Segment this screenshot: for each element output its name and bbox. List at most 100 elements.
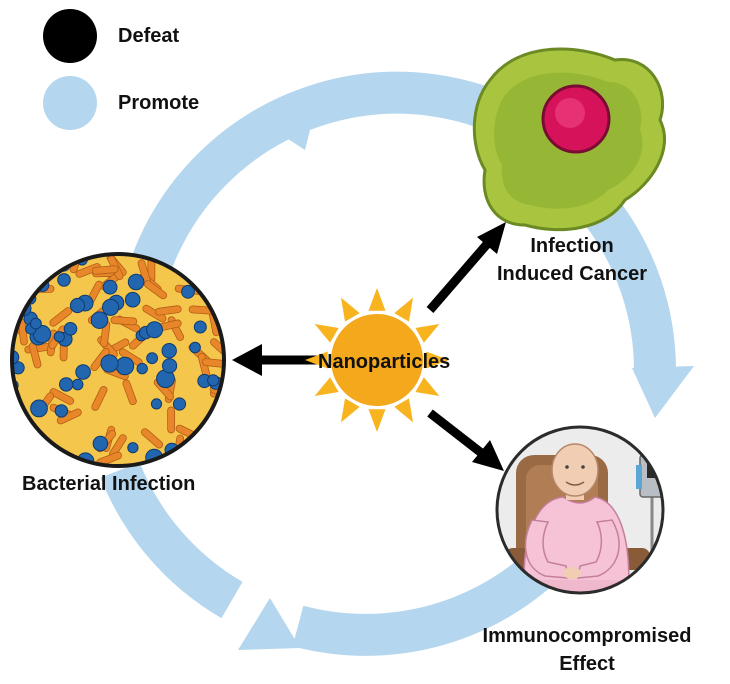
legend-promote-label: Promote xyxy=(118,92,200,114)
immuno-label-line1: Immunocompromised xyxy=(482,625,692,647)
cancer-label-line2: Induced Cancer xyxy=(496,263,648,285)
bacillus xyxy=(154,305,182,316)
defeat-arrow-cancer-shaft xyxy=(426,240,492,313)
cycle-arrowhead-bottom xyxy=(238,598,300,650)
sun-ray xyxy=(341,398,360,423)
sun-ray xyxy=(341,297,360,322)
patient-head xyxy=(551,443,599,497)
coccus xyxy=(58,377,74,392)
sun-ray xyxy=(314,377,339,396)
cycle-arc-left xyxy=(100,461,243,619)
coccus xyxy=(102,279,118,295)
cycle-arrowhead-right xyxy=(632,366,694,418)
coccus xyxy=(75,364,91,380)
coccus xyxy=(63,322,78,336)
bacillus xyxy=(75,263,101,278)
bacillus xyxy=(22,427,36,454)
bacillus xyxy=(91,265,119,275)
cancer-cell-icon xyxy=(472,47,666,232)
defeat-arrow-immuno-shaft xyxy=(427,409,487,459)
coccus xyxy=(127,442,139,454)
legend-defeat-label: Defeat xyxy=(118,25,180,47)
coccus xyxy=(150,398,163,410)
sun-ray xyxy=(394,297,413,322)
coccus xyxy=(161,343,177,359)
bacillus xyxy=(91,385,108,411)
legend-defeat-swatch xyxy=(43,9,97,63)
bacillus xyxy=(143,280,168,300)
coccus xyxy=(71,378,84,391)
sun-core xyxy=(331,314,423,406)
defeat-arrows xyxy=(232,222,506,471)
bacteria-border xyxy=(10,252,226,468)
coccus xyxy=(90,311,109,330)
coccus xyxy=(12,350,20,365)
legend-promote-swatch xyxy=(43,76,97,130)
coccus xyxy=(162,358,178,374)
defeat-arrow-cancer-head xyxy=(477,222,506,254)
defeat-arrow-immuno-head xyxy=(472,440,504,471)
bacillus xyxy=(28,342,42,369)
sun-ray xyxy=(394,398,413,423)
defeat-arrow-bacteria-head xyxy=(232,344,262,376)
center-label: Nanoparticles xyxy=(318,351,451,373)
sun-ray xyxy=(305,351,328,369)
bacillus xyxy=(140,428,164,449)
coccus xyxy=(30,399,48,418)
coccus xyxy=(12,361,25,375)
coccus xyxy=(193,320,207,334)
coccus xyxy=(54,404,69,418)
cancer-label-line1: Infection xyxy=(530,235,614,257)
coccus xyxy=(189,341,201,354)
coccus xyxy=(57,273,71,287)
cycle-arrowheads xyxy=(238,98,694,650)
sun-ray xyxy=(426,351,449,369)
coccus xyxy=(181,284,195,299)
sun-ray xyxy=(368,288,386,311)
sun-ray xyxy=(415,324,440,343)
coccus xyxy=(195,269,210,284)
bacillus xyxy=(18,439,40,461)
bacillus xyxy=(122,379,137,406)
sun-icon xyxy=(305,288,449,432)
coccus xyxy=(172,397,187,411)
coccus xyxy=(38,254,57,264)
coccus xyxy=(146,321,163,339)
coccus xyxy=(127,273,145,291)
coccus xyxy=(136,362,148,375)
coccus xyxy=(115,356,135,376)
coccus xyxy=(124,291,141,308)
bacillus xyxy=(110,316,138,326)
cycle-arrowhead-top xyxy=(262,98,318,150)
bacillus xyxy=(12,448,36,458)
bacillus xyxy=(204,442,224,459)
sun-ray xyxy=(314,324,339,343)
sun-ray xyxy=(368,409,386,432)
coccus xyxy=(32,324,52,344)
bacillus xyxy=(49,388,75,405)
immuno-label-line2: Effect xyxy=(559,653,615,675)
coccus xyxy=(207,374,220,387)
bacteria-icon xyxy=(10,252,226,468)
coccus xyxy=(193,448,207,462)
coccus xyxy=(214,425,224,443)
sun-ray xyxy=(415,377,440,396)
bacillus xyxy=(24,254,35,272)
bacillus xyxy=(56,408,82,425)
patient-icon xyxy=(495,425,665,595)
coccus xyxy=(100,354,119,373)
coccus xyxy=(69,297,86,314)
bacillus xyxy=(12,401,20,428)
bacteria-label: Bacterial Infection xyxy=(22,473,196,495)
bacillus xyxy=(17,259,42,278)
coccus xyxy=(53,331,65,343)
coccus xyxy=(102,298,120,316)
cancer-cell-nucleolus xyxy=(555,98,585,128)
coccus xyxy=(92,435,109,452)
cycle-arc-right xyxy=(583,197,677,373)
coccus xyxy=(30,317,42,330)
bacillus xyxy=(167,406,176,434)
coccus xyxy=(146,352,159,365)
